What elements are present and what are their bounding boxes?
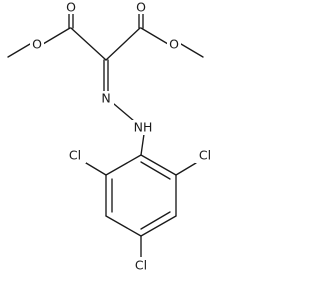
structure-canvas: O O O O N NH Cl Cl xyxy=(7,0,216,273)
bond-ring-cl-left xyxy=(85,162,107,176)
bond-layer xyxy=(7,7,204,258)
bond-o-ester-left-c xyxy=(42,27,71,45)
bond-ring-c1-c2 xyxy=(140,154,177,176)
atom-cl-ortho-right: Cl xyxy=(195,148,216,163)
bond-o-methyl-right xyxy=(180,43,204,58)
bond-cleft-calpha xyxy=(70,27,107,61)
svg-text:Cl: Cl xyxy=(199,148,211,163)
svg-text:Cl: Cl xyxy=(135,258,147,273)
atom-label-layer: O O O O N NH Cl Cl xyxy=(30,0,216,273)
bond-ring-cl-right xyxy=(175,162,197,176)
bond-ring-c4-c5 xyxy=(105,215,142,237)
atom-cl-para: Cl xyxy=(131,257,152,273)
atom-o-ester-left: O xyxy=(30,37,44,52)
atom-n-imine: N xyxy=(99,91,114,106)
bond-calpha-cright xyxy=(105,27,141,61)
chemical-structure-diagram: O O O O N NH Cl Cl xyxy=(7,0,216,273)
svg-text:Cl: Cl xyxy=(69,148,81,163)
bond-ring-inner-2 xyxy=(140,211,171,230)
atom-o-carbonyl-left: O xyxy=(64,0,78,15)
atom-o-ester-right: O xyxy=(167,37,181,52)
bond-nh-ring xyxy=(140,133,145,156)
svg-text:O: O xyxy=(32,37,42,52)
bond-ring-inner-1 xyxy=(140,161,171,180)
bond-c-o-ester-right xyxy=(140,27,169,45)
bond-methyl-left-o xyxy=(7,43,31,58)
bond-ring-c3-c4 xyxy=(140,215,177,237)
atom-cl-ortho-left: Cl xyxy=(65,148,86,163)
bond-ring-c6-c1 xyxy=(105,154,142,176)
svg-text:NH: NH xyxy=(134,120,153,135)
atom-o-carbonyl-right: O xyxy=(134,0,148,15)
svg-text:N: N xyxy=(101,91,110,106)
atom-nh: NH xyxy=(131,120,155,135)
bond-n-nh xyxy=(113,103,135,122)
svg-text:O: O xyxy=(169,37,179,52)
svg-text:O: O xyxy=(136,0,146,15)
svg-text:O: O xyxy=(66,0,76,15)
